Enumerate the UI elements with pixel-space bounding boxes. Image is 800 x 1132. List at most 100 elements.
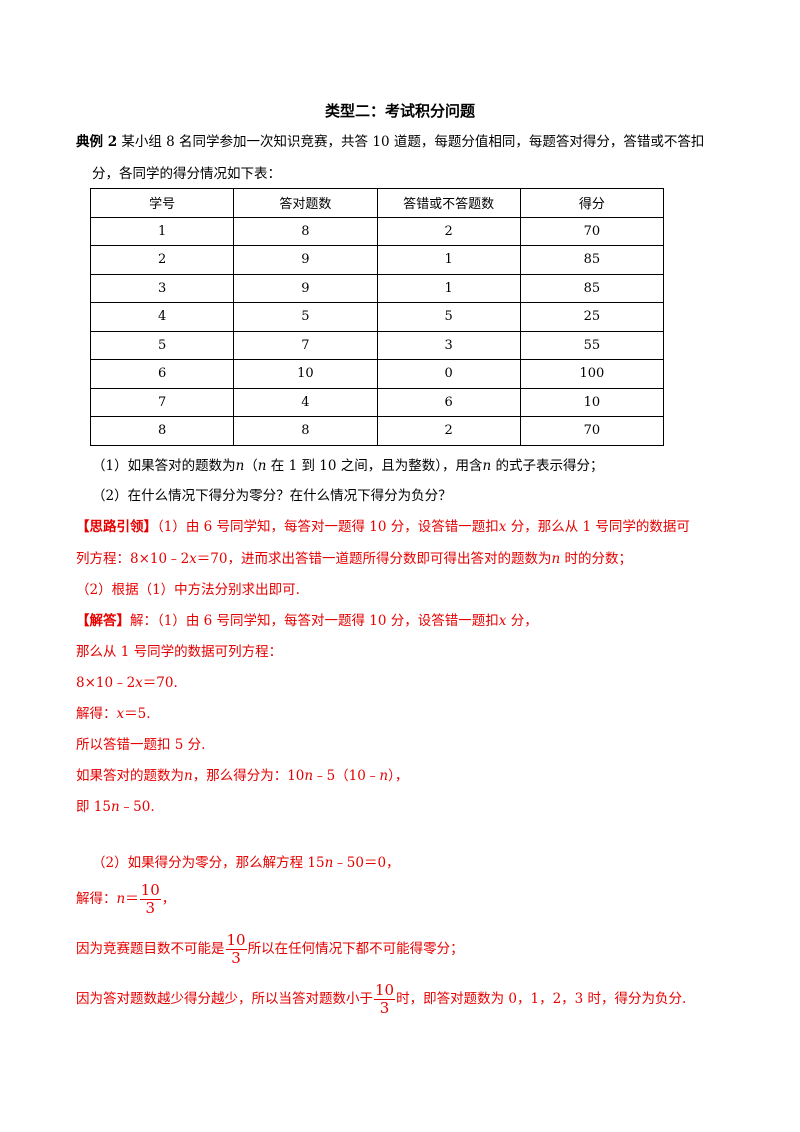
answer-line-4: 解得：x＝5.: [76, 704, 151, 724]
answer-text: 因为答对题数越少得分越少，所以当答对题数小于: [76, 991, 373, 1007]
table-cell: 55: [519, 330, 665, 360]
fraction-denominator: 3: [145, 899, 156, 917]
hint-text: ＝70，进而求出答错一道题所得分数即可得出答对的题数为: [196, 551, 552, 567]
answer-line-6: 如果答对的题数为n，那么得分为：10n﹣5（10﹣n），: [76, 766, 408, 786]
answer-line-2: 那么从 1 号同学的数据可列方程：: [76, 644, 283, 660]
table-cell: 8: [233, 216, 378, 246]
table-cell: 10: [233, 359, 378, 389]
answer-text: 即 15: [76, 799, 111, 815]
table-cell: 85: [519, 245, 665, 275]
answer-text: ，: [161, 891, 176, 907]
table-cell: 3: [376, 330, 521, 360]
table-cell: 1: [376, 245, 521, 275]
answer-label: 【解答】: [76, 613, 130, 629]
table-cell: 70: [519, 416, 665, 446]
q1-text-a: （1）如果答对的题数为: [92, 458, 236, 474]
var-n: n: [184, 768, 193, 784]
problem-line-1: 典例 2 某小组 8 名同学参加一次知识竞赛，共答 10 道题，每题分值相同，每…: [76, 132, 704, 152]
table-cell: 7: [89, 387, 235, 417]
q1-text-d: 的式子表示得分；: [491, 458, 604, 474]
table-cell: 4: [89, 302, 235, 332]
answer-line-3: 8×10﹣2x＝70.: [76, 673, 178, 693]
problem-line-2: 分，各同学的得分情况如下表：: [92, 166, 281, 182]
hint-text: 列方程：8×10﹣2: [76, 551, 190, 567]
question-1: （1）如果答对的题数为n（n 在 1 到 10 之间，且为整数），用含n 的式子…: [92, 456, 603, 476]
table-cell: 8: [233, 416, 378, 446]
table-cell: 10: [519, 387, 665, 417]
answer-text: 所以在任何情况下都不可能得零分；: [247, 941, 464, 957]
hint-line-2: 列方程：8×10﹣2x＝70，进而求出答错一道题所得分数即可得出答对的题数为n …: [76, 549, 632, 569]
var-n: n: [551, 551, 561, 567]
answer-text: ＝: [125, 891, 139, 907]
answer-line-8: （2）如果得分为零分，那么解方程 15n﹣50＝0，: [92, 853, 400, 873]
answer-line-1: 【解答】解：（1）由 6 号同学知，每答对一题得 10 分，设答错一题扣x 分，: [76, 611, 538, 631]
var-x: x: [498, 613, 507, 629]
problem-text-1: 某小组 8 名同学参加一次知识竞赛，共答 10 道题，每题分值相同，每题答对得分…: [121, 134, 705, 150]
var-n: n: [257, 458, 267, 474]
var-n: n: [116, 891, 126, 907]
answer-text: 解得：: [76, 706, 117, 722]
q1-text-b: （: [244, 458, 258, 474]
header-cell: 答错或不答题数: [376, 188, 521, 218]
table-cell: 1: [376, 273, 521, 303]
table-cell: 4: [233, 387, 378, 417]
answer-text: 分，: [506, 613, 538, 629]
header-cell: 得分: [519, 188, 665, 218]
answer-text: ，那么得分为：10: [192, 768, 305, 784]
q1-text-c: 在 1 到 10 之间，且为整数），用含: [266, 458, 483, 474]
fraction-numerator: 10: [139, 881, 161, 900]
var-x: x: [116, 706, 125, 722]
var-x: x: [189, 551, 197, 567]
table-cell: 5: [376, 302, 521, 332]
hint-label: 【思路引领】: [76, 519, 157, 535]
answer-text: 如果答对的题数为: [76, 768, 184, 784]
var-x: x: [498, 519, 507, 535]
table-cell: 2: [89, 245, 235, 275]
var-n: n: [304, 768, 314, 784]
table-cell: 5: [233, 302, 378, 332]
table-cell: 25: [519, 302, 665, 332]
table-cell: 5: [89, 330, 235, 360]
question-2: （2）在什么情况下得分为零分？在什么情况下得分为负分？: [92, 488, 452, 504]
hint-text: （1）由 6 号同学知，每答对一题得 10 分，设答错一题扣: [157, 519, 499, 535]
table-cell: 2: [376, 416, 521, 446]
table-cell: 100: [519, 359, 665, 389]
answer-text: ＝70.: [142, 675, 178, 691]
table-cell: 0: [376, 359, 521, 389]
var-n: n: [235, 458, 245, 474]
var-n: n: [324, 855, 334, 871]
answer-text: 时，即答对题数为 0，1，2，3 时，得分为负分.: [396, 991, 687, 1007]
answer-text: ＝5.: [124, 706, 151, 722]
table-cell: 9: [233, 245, 378, 275]
table-cell: 6: [376, 387, 521, 417]
table-cell: 70: [519, 216, 665, 246]
header-cell: 学号: [89, 188, 235, 218]
answer-text: 解得：: [76, 891, 117, 907]
answer-text: （2）如果得分为零分，那么解方程 15: [92, 855, 325, 871]
fraction-numerator: 10: [225, 931, 247, 950]
answer-line-7: 即 15n﹣50.: [76, 797, 155, 817]
hint-text: 分，那么从 1 号同学的数据可: [506, 519, 690, 535]
table-cell: 9: [233, 273, 378, 303]
answer-text: 8×10﹣2: [76, 675, 136, 691]
table-cell: 1: [89, 216, 235, 246]
answer-line-5: 所以答错一题扣 5 分.: [76, 737, 206, 753]
hint-line-3: （2）根据（1）中方法分别求出即可.: [76, 582, 300, 598]
table-cell: 8: [89, 416, 235, 446]
var-n: n: [110, 799, 120, 815]
table-header-row: 学号 答对题数 答错或不答题数 得分: [89, 188, 665, 218]
hint-text: 时的分数；: [560, 551, 632, 567]
fraction-numerator: 10: [374, 981, 396, 1000]
